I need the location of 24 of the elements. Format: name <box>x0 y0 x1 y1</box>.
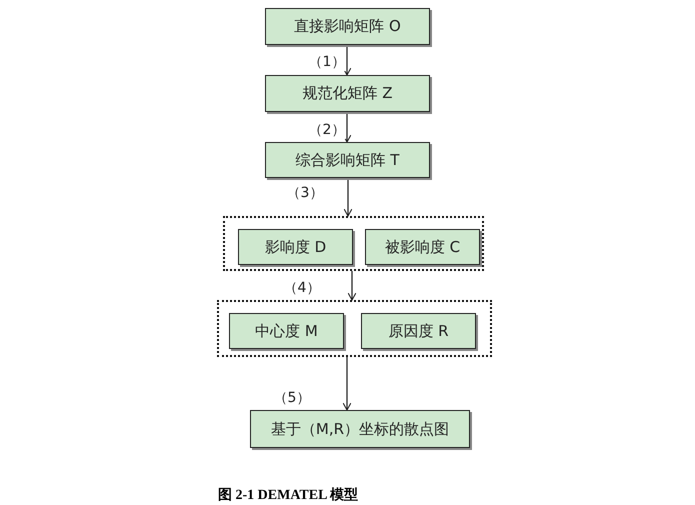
dashed-group-box <box>217 300 492 357</box>
box-label: 被影响度 C <box>384 238 460 256</box>
box-label: 中心度 M <box>255 322 318 340</box>
arrow <box>343 178 353 217</box>
arrow <box>347 271 357 301</box>
box-label: 综合影响矩阵 T <box>296 150 400 170</box>
box-label: 原因度 R <box>388 322 449 340</box>
figure-caption: 图 2-1 DEMATEL 模型 <box>218 486 358 504</box>
arrow <box>342 112 352 143</box>
process-box <box>265 142 430 178</box>
process-box <box>238 229 353 265</box>
box-label: 直接影响矩阵 O <box>294 17 401 36</box>
dashed-group-box <box>223 216 484 271</box>
process-box <box>265 75 430 112</box>
process-box <box>265 8 430 45</box>
box-label: 规范化矩阵 Z <box>302 84 393 103</box>
process-box <box>250 410 470 448</box>
process-box <box>361 313 476 349</box>
arrow <box>342 45 352 76</box>
arrow <box>342 357 352 411</box>
process-box <box>229 313 344 349</box>
box-label: 影响度 D <box>264 238 326 256</box>
process-box <box>365 229 480 265</box>
box-label: 基于（M,R）坐标的散点图 <box>270 420 450 438</box>
